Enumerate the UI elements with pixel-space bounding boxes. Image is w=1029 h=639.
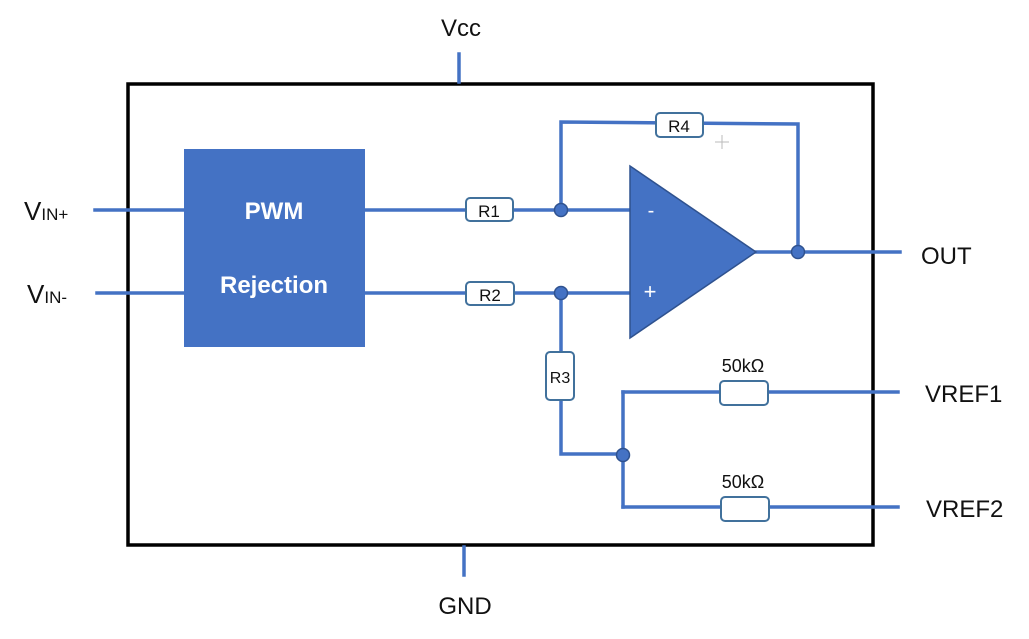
resistor-vref1 [719, 380, 769, 406]
junction-node-vref [615, 447, 631, 463]
crosshair-cursor-icon [715, 135, 729, 149]
opamp-noninverting-sign: + [644, 279, 657, 304]
block-title-line2: Rejection [220, 272, 328, 299]
r3-path-wire [559, 291, 625, 456]
junction-node-inverting [553, 202, 569, 218]
vin-minus-label: VIN- [27, 279, 67, 309]
vref1-label: VREF1 [925, 381, 1002, 408]
junction-node-output [790, 244, 806, 260]
resistor-r1 [465, 197, 514, 222]
resistor-r3 [545, 351, 575, 401]
block-title-line1: PWM [245, 198, 304, 225]
resistor-r2-label: R2 [479, 286, 501, 305]
vcc-label: Vcc [441, 15, 481, 42]
chip-outline [126, 82, 875, 547]
resistor-vref2-value: 50kΩ [722, 472, 764, 492]
opamp-inverting-sign: - [648, 200, 655, 222]
resistor-r4-label: R4 [668, 117, 690, 136]
resistor-r2 [465, 281, 515, 306]
opamp-symbol [629, 164, 758, 340]
vref2-label: VREF2 [926, 496, 1003, 523]
pwm-rejection-block [184, 149, 365, 347]
gnd-label: GND [438, 593, 491, 620]
resistor-vref1-value: 50kΩ [722, 356, 764, 376]
resistor-r4 [655, 112, 704, 138]
junction-node-noninverting [553, 285, 569, 301]
resistor-r1-label: R1 [478, 202, 500, 221]
out-label: OUT [921, 243, 972, 270]
resistor-r3-label: R3 [550, 370, 571, 387]
resistor-vref2 [720, 496, 770, 522]
vin-plus-label: VIN+ [24, 196, 68, 226]
